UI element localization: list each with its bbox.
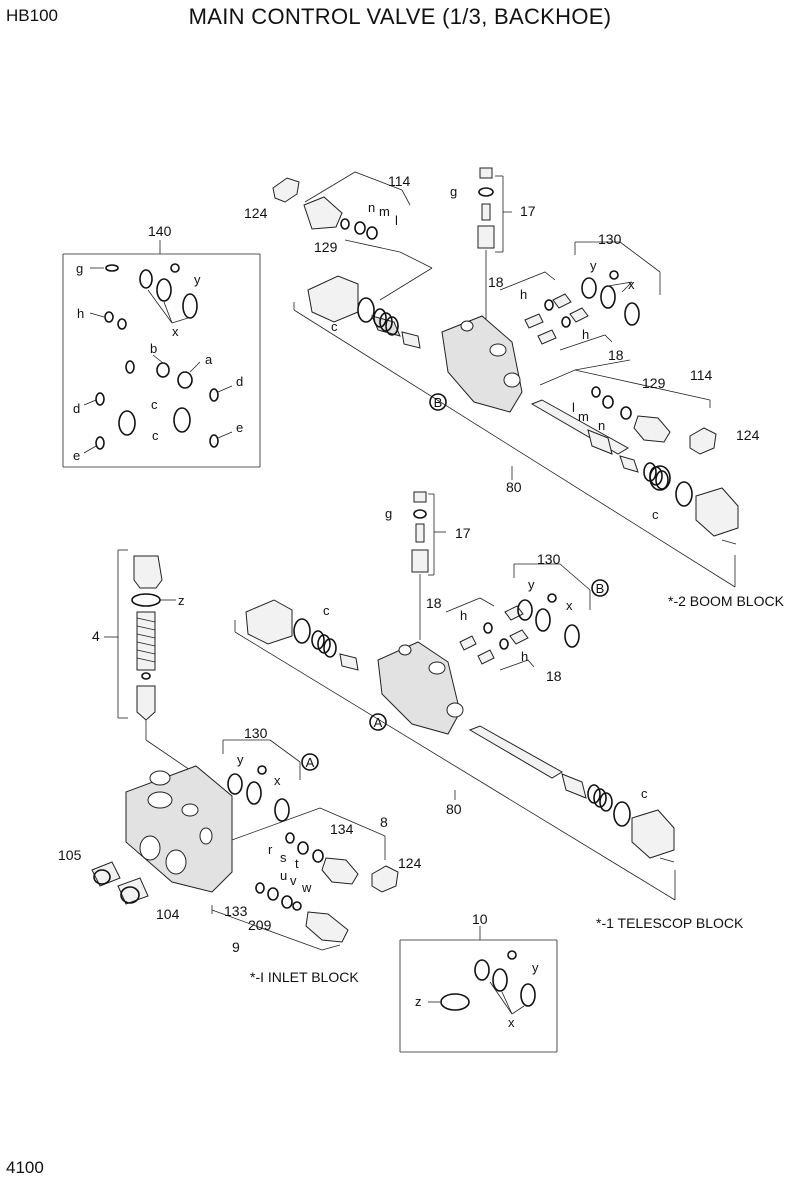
part-number: 130 xyxy=(537,551,561,567)
letter-label: h xyxy=(520,287,527,302)
reference-marker-a-2: A xyxy=(301,753,319,771)
letter-label: w xyxy=(301,880,312,895)
letter-label: c xyxy=(641,786,648,801)
letter-label: g xyxy=(450,184,457,199)
letter-label: m xyxy=(379,204,390,219)
letter-label: h xyxy=(521,649,528,664)
part-number: 80 xyxy=(506,479,522,495)
part-number: 18 xyxy=(426,595,442,611)
letter-label: y xyxy=(532,960,539,975)
letter-label: z xyxy=(415,994,422,1009)
seal-kit-10-inset xyxy=(399,926,558,1053)
part-number: 133 xyxy=(224,903,248,919)
letter-label: c xyxy=(331,319,338,334)
relief-spring xyxy=(136,617,156,663)
part-number: 18 xyxy=(608,347,624,363)
telescop-block-caption: *-1 TELESCOP BLOCK xyxy=(596,915,744,931)
letter-label: y xyxy=(528,577,535,592)
letter-label: m xyxy=(578,409,589,424)
letter-label: z xyxy=(178,593,185,608)
part-number: 18 xyxy=(488,274,504,290)
letter-label: l xyxy=(572,400,575,415)
part-number: 17 xyxy=(520,203,536,219)
part-number: 17 xyxy=(455,525,471,541)
part-number: 140 xyxy=(148,223,172,239)
part-number: 104 xyxy=(156,906,180,922)
letter-label: c xyxy=(151,397,158,412)
letter-label: c xyxy=(152,428,159,443)
letter-label: n xyxy=(368,200,375,215)
boom-block-assembly xyxy=(272,167,739,588)
letter-label: x xyxy=(274,773,281,788)
part-number: 130 xyxy=(598,231,622,247)
letter-label: x xyxy=(172,324,179,339)
letter-label: s xyxy=(280,850,287,865)
inlet-block-caption: *-I INLET BLOCK xyxy=(250,969,359,985)
svg-text:A: A xyxy=(374,715,383,730)
letter-label: g xyxy=(385,506,392,521)
page-number: 4100 xyxy=(6,1158,44,1177)
part-number: 124 xyxy=(244,205,268,221)
seal-kit-140-inset xyxy=(62,240,261,468)
letter-label: b xyxy=(150,341,157,356)
part-number: 130 xyxy=(244,725,268,741)
part-number: 134 xyxy=(330,821,354,837)
letter-label: h xyxy=(582,327,589,342)
part-number: 129 xyxy=(314,239,338,255)
letter-label: y xyxy=(590,258,597,273)
letter-label: e xyxy=(236,420,243,435)
letter-label: x xyxy=(566,598,573,613)
letter-label: d xyxy=(236,374,243,389)
letter-label: x xyxy=(628,277,635,292)
part-number: 8 xyxy=(380,814,388,830)
reference-marker-b-2: B xyxy=(591,579,609,597)
letter-label: u xyxy=(280,868,287,883)
letter-label: x xyxy=(508,1015,515,1030)
letter-label: t xyxy=(295,856,299,871)
model-code: HB100 xyxy=(6,6,58,25)
reference-marker-a-1: A xyxy=(369,713,387,731)
letter-label: c xyxy=(652,507,659,522)
part-number: 114 xyxy=(388,173,411,189)
boom-block-caption: *-2 BOOM BLOCK xyxy=(668,593,785,609)
part-number: 114 xyxy=(690,367,713,383)
part-number: 209 xyxy=(248,917,272,933)
letter-label: e xyxy=(73,448,80,463)
part-number: 124 xyxy=(736,427,760,443)
part-number: 124 xyxy=(398,855,422,871)
letter-label: g xyxy=(76,261,83,276)
letter-label: l xyxy=(395,213,398,228)
letter-label: a xyxy=(205,352,213,367)
letter-label: r xyxy=(268,842,273,857)
svg-text:B: B xyxy=(434,395,443,410)
part-number: 18 xyxy=(546,668,562,684)
letter-label: n xyxy=(598,418,605,433)
letter-label: c xyxy=(323,603,330,618)
letter-label: h xyxy=(77,306,84,321)
letter-label: v xyxy=(290,873,297,888)
svg-text:A: A xyxy=(306,755,315,770)
part-number: 80 xyxy=(446,801,462,817)
reference-marker-b-1: B xyxy=(429,393,447,411)
relief-valve-4 xyxy=(104,549,191,771)
part-number: 105 xyxy=(58,847,82,863)
part-number: 4 xyxy=(92,628,100,644)
part-number: 9 xyxy=(232,939,240,955)
letter-label: y xyxy=(237,752,244,767)
page-title: MAIN CONTROL VALVE (1/3, BACKHOE) xyxy=(188,4,612,29)
part-number: 10 xyxy=(472,911,488,927)
part-number: 129 xyxy=(642,375,666,391)
letter-label: h xyxy=(460,608,467,623)
letter-label: d xyxy=(73,401,80,416)
inlet-block-assembly xyxy=(91,739,399,951)
svg-text:B: B xyxy=(596,581,605,596)
telescop-block-assembly xyxy=(234,491,676,901)
letter-label: y xyxy=(194,272,201,287)
